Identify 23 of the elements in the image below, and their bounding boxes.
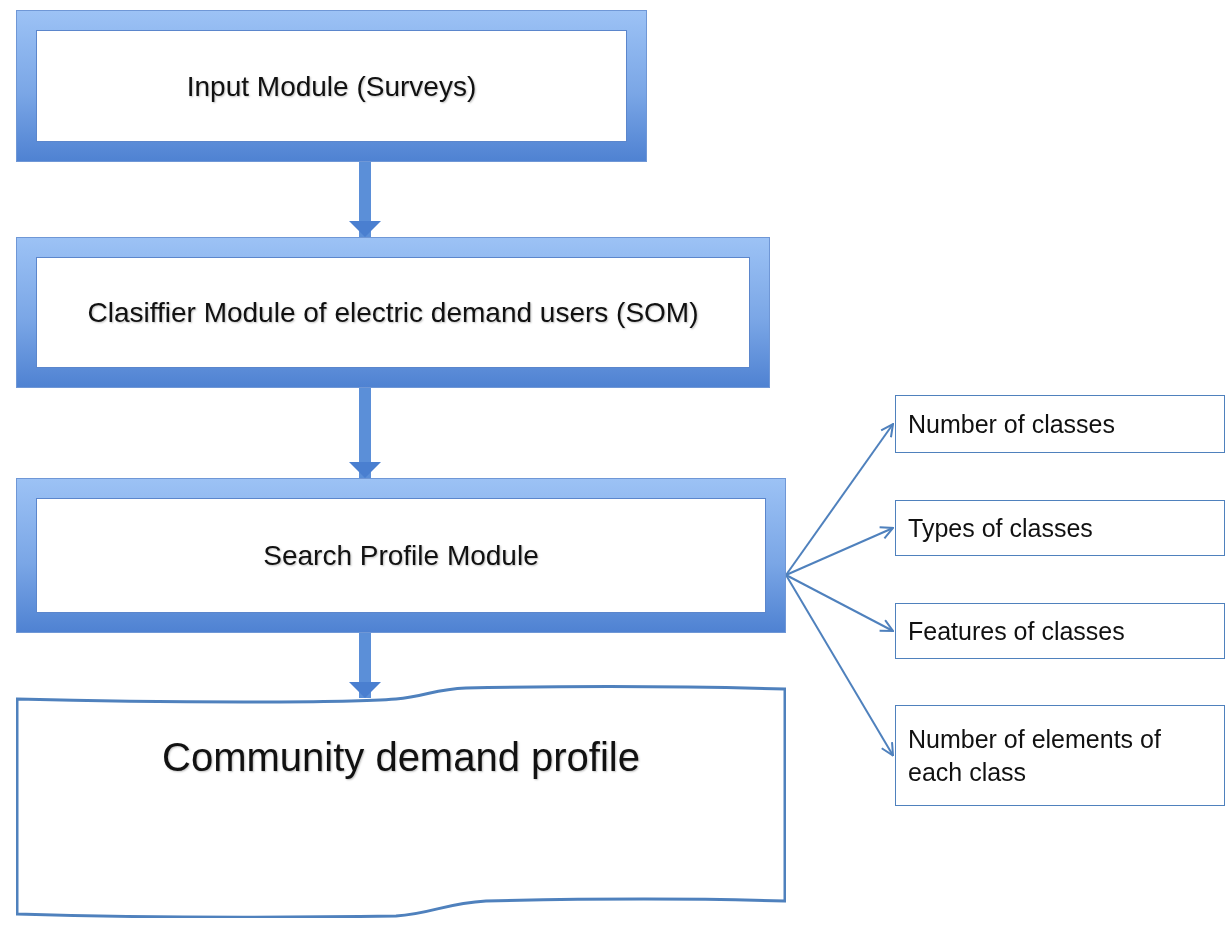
arrow [785, 423, 894, 576]
output-label: Features of classes [908, 615, 1125, 647]
arrow [785, 526, 894, 576]
output-label: Number of classes [908, 408, 1116, 440]
output-box [895, 500, 1225, 556]
module-label: Search Profile Module [36, 498, 766, 613]
output-label: Types of classes [908, 512, 1093, 544]
module-box [16, 10, 647, 162]
output-box [895, 395, 1225, 453]
document-shape [16, 685, 786, 918]
arrow [785, 574, 894, 632]
output-label: Number of elements of each class [908, 724, 1162, 788]
output-box [895, 603, 1225, 659]
arrow [785, 574, 894, 757]
module-label: Clasiffier Module of electric demand users (SOM) [36, 257, 750, 368]
thick-arrow [349, 633, 381, 698]
module-label: Input Module (Surveys) [36, 30, 627, 142]
module-box [16, 478, 786, 633]
module-box [16, 237, 770, 388]
document-label: Community demand profile [161, 735, 641, 780]
output-box [895, 705, 1225, 806]
thick-arrow [349, 388, 381, 478]
thick-arrow [349, 162, 381, 237]
